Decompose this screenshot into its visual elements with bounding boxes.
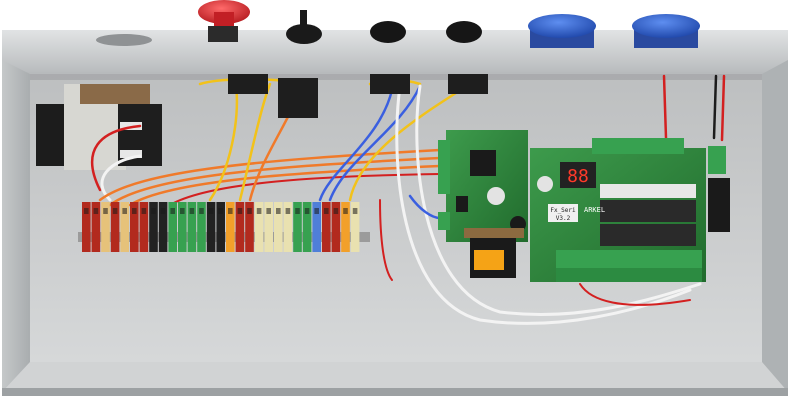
terminal-screw <box>352 208 358 214</box>
terminal-block-module <box>331 202 341 252</box>
terminal-block-module <box>283 202 293 252</box>
terminal-screw <box>247 208 252 214</box>
terminal-block-module <box>149 202 158 252</box>
terminal-block-module <box>226 202 235 252</box>
board-label-sticker <box>548 204 578 222</box>
black-pushbutton-1 <box>370 21 406 43</box>
terminal-screw <box>237 208 243 214</box>
terminal-screw <box>180 208 185 214</box>
main-controller-board: 88 Fx_Seri V3.2 ARKEL <box>530 138 730 282</box>
terminal-block-module <box>178 202 187 252</box>
terminal-block-module <box>139 202 149 252</box>
display-digits: 88 <box>567 166 589 187</box>
terminal-screw <box>189 208 195 214</box>
terminal-screw <box>304 208 310 214</box>
terminal-screw <box>256 208 262 214</box>
terminal-screw <box>170 208 175 214</box>
terminal-screw <box>266 208 271 214</box>
terminal-screw <box>93 208 99 214</box>
terminal-screw <box>218 208 223 214</box>
terminal-screw <box>228 208 233 214</box>
terminal-screw <box>199 208 204 214</box>
terminal-screw <box>103 208 108 214</box>
terminal-screw <box>333 208 339 214</box>
terminal-block-module <box>110 202 120 252</box>
terminal-block-module <box>245 202 254 252</box>
terminal-block-module <box>254 202 264 252</box>
selector-switch <box>286 10 322 44</box>
power-board <box>438 130 528 278</box>
terminal-screw <box>276 208 281 214</box>
speaker-grille <box>96 34 152 46</box>
terminal-block-module <box>168 202 177 252</box>
terminal-block-module <box>187 202 197 252</box>
terminal-block-module <box>91 202 101 252</box>
terminal-block-module <box>130 202 139 252</box>
terminal-block-module <box>206 202 216 252</box>
terminal-block-module <box>322 202 331 252</box>
terminal-block-module <box>274 202 283 252</box>
terminal-block-module <box>82 202 91 252</box>
board-model-line2: V3.2 <box>556 215 571 222</box>
terminal-block-module <box>293 202 302 252</box>
terminal-screw <box>295 208 300 214</box>
terminal-block-module <box>235 202 245 252</box>
terminal-block-module <box>197 202 206 252</box>
terminal-screw <box>141 208 147 214</box>
terminal-block-module <box>341 202 350 252</box>
blue-socket-1 <box>528 14 596 48</box>
top-controls <box>198 0 700 48</box>
terminal-block-module <box>158 202 168 252</box>
emergency-stop-button <box>198 0 250 42</box>
transformer <box>36 84 162 170</box>
board-brand: ARKEL <box>584 206 605 214</box>
terminal-screw <box>132 208 137 214</box>
terminal-screw <box>151 208 156 214</box>
terminal-block <box>78 202 370 252</box>
terminal-screw <box>160 208 166 214</box>
board-model-line1: Fx_Seri <box>550 207 576 214</box>
terminal-screw <box>84 208 89 214</box>
terminal-screw <box>343 208 348 214</box>
terminal-block-module <box>312 202 321 252</box>
terminal-block-module <box>350 202 360 252</box>
terminal-block-module <box>264 202 273 252</box>
terminal-screw <box>324 208 329 214</box>
wiring <box>90 74 726 325</box>
terminal-block-module <box>101 202 110 252</box>
terminal-block-module <box>216 202 225 252</box>
terminal-screw <box>208 208 214 214</box>
seven-segment-display <box>560 162 596 188</box>
terminal-screw <box>112 208 118 214</box>
terminal-block-module <box>120 202 129 252</box>
terminal-block-module <box>302 202 312 252</box>
black-pushbutton-2 <box>446 21 482 43</box>
terminal-screw <box>122 208 127 214</box>
blue-socket-2 <box>632 14 700 48</box>
top-relays <box>228 74 488 118</box>
terminal-screw <box>285 208 291 214</box>
terminal-screw <box>314 208 319 214</box>
